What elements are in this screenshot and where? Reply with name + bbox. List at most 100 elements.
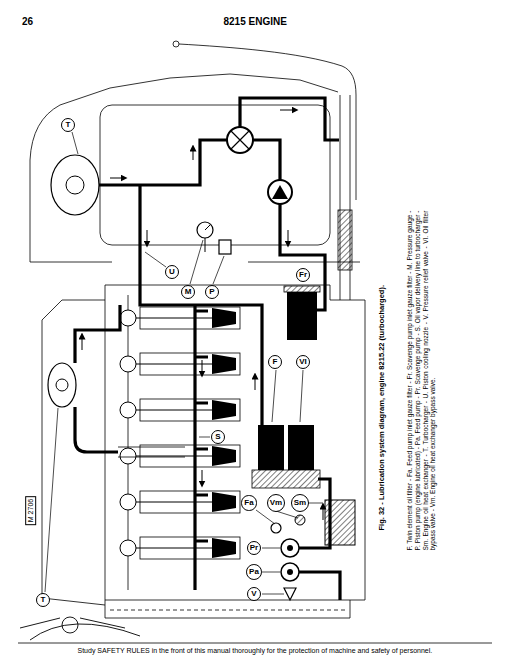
callout-circle: U	[165, 265, 179, 279]
callout-circle: T	[36, 593, 50, 607]
leader-line	[276, 511, 298, 518]
leader-line	[307, 503, 323, 504]
turbocharger	[66, 176, 84, 194]
cylinder-detail	[195, 494, 208, 497]
pump-valve-symbol	[287, 569, 293, 575]
oil-line	[75, 407, 118, 452]
cylinder-detail	[195, 310, 208, 313]
callout-circle: M	[181, 285, 195, 299]
cylinder-detail	[212, 446, 236, 466]
flow-arrow	[202, 470, 203, 484]
cylinder-detail	[136, 410, 212, 411]
oil-line	[195, 305, 262, 425]
oil-line	[99, 140, 227, 185]
cylinder-detail	[212, 538, 236, 558]
leader-line	[262, 572, 280, 573]
callout-letter: U	[169, 268, 175, 276]
callout-letter: F	[273, 358, 278, 366]
footer-note: Study SAFETY RULES in the front of this …	[78, 647, 433, 655]
callout-circle: Pr	[247, 541, 261, 555]
flow-arrow	[323, 506, 324, 520]
footer-rule	[18, 643, 492, 644]
footer-rule	[18, 643, 492, 644]
oil-line	[75, 305, 120, 363]
pump-valve-symbol	[295, 515, 305, 525]
oil-filter	[284, 286, 320, 292]
pump-valve-symbol	[205, 238, 206, 252]
oil-line	[299, 572, 340, 600]
oil-line	[140, 185, 195, 305]
callout-letter: Sm	[294, 499, 306, 507]
fan	[20, 617, 140, 640]
cylinder-detail	[212, 308, 236, 328]
callout-letter: Fa	[244, 499, 253, 507]
pump-valve-symbol	[281, 563, 299, 581]
cylinder-detail	[136, 548, 212, 549]
page-number: 26	[22, 16, 33, 28]
callout-circle: Fr	[296, 268, 310, 282]
callout-circle: Fa	[241, 495, 256, 510]
pump-valve-symbol	[197, 127, 305, 600]
engine-outline	[30, 41, 365, 618]
flow-arrow	[82, 336, 83, 350]
cylinder-detail	[136, 456, 212, 457]
leader-line	[45, 408, 58, 592]
cylinder-detail	[195, 540, 208, 543]
cylinder-detail	[195, 448, 208, 451]
pump-valve-symbol	[231, 131, 249, 149]
callout-letter: Pr	[250, 544, 258, 552]
flow-arrow	[255, 376, 256, 390]
oil-filter	[288, 425, 314, 470]
oil-line	[193, 305, 196, 590]
cylinder-detail	[195, 402, 208, 405]
oil-filter	[252, 286, 355, 545]
cylinder-detail	[136, 502, 212, 503]
cylinder-detail	[195, 356, 208, 359]
engine-outline	[110, 610, 345, 611]
callout-circle: P	[205, 285, 219, 299]
callout-circle: Vm	[267, 494, 285, 512]
pump-valve-symbol	[219, 240, 231, 254]
vapour-line	[118, 447, 185, 457]
callout-letter: Pa	[249, 568, 259, 576]
cylinder-detail	[212, 400, 236, 420]
figure-code: M 2706	[25, 495, 36, 524]
callout-letter: T	[41, 596, 46, 604]
page-header: 8215 ENGINE	[224, 16, 287, 28]
oil-line	[240, 98, 339, 140]
leader-line	[213, 256, 224, 284]
pump-valve-symbol	[205, 225, 210, 230]
turbocharger	[48, 155, 99, 407]
engine-outline	[105, 600, 350, 618]
pump-valve-symbol	[284, 588, 296, 600]
callout-letter: M	[185, 288, 192, 296]
pump-valve-symbol	[271, 523, 281, 533]
oil-line	[75, 98, 340, 600]
callout-letter: VI	[299, 358, 307, 366]
flow-arrow	[110, 178, 124, 179]
callout-letter: Vm	[270, 499, 282, 507]
pump-valve-symbol	[268, 180, 292, 204]
fan	[20, 618, 125, 628]
callout-letter: S	[215, 433, 220, 441]
callout-circle: V	[247, 587, 261, 601]
figure-caption: Fig. 32 - Lubrication system diagram, en…	[377, 210, 386, 530]
callout-letter: T	[66, 121, 71, 129]
flow-arrow	[202, 360, 203, 374]
cylinder-detail	[136, 318, 212, 319]
cylinder-detail	[120, 310, 136, 326]
leader-line	[190, 240, 203, 284]
callout-circle: VI	[296, 355, 310, 369]
flow-arrow	[82, 110, 323, 520]
fan	[30, 624, 140, 640]
turbocharger	[56, 379, 68, 391]
cylinder-detail	[120, 356, 136, 372]
engine-outline	[100, 105, 330, 245]
leader-line	[300, 370, 303, 422]
callout-circle: T	[61, 118, 75, 132]
engine-outline	[105, 285, 365, 600]
callout-letter: V	[251, 590, 256, 598]
callout-circle: Sm	[291, 494, 309, 512]
